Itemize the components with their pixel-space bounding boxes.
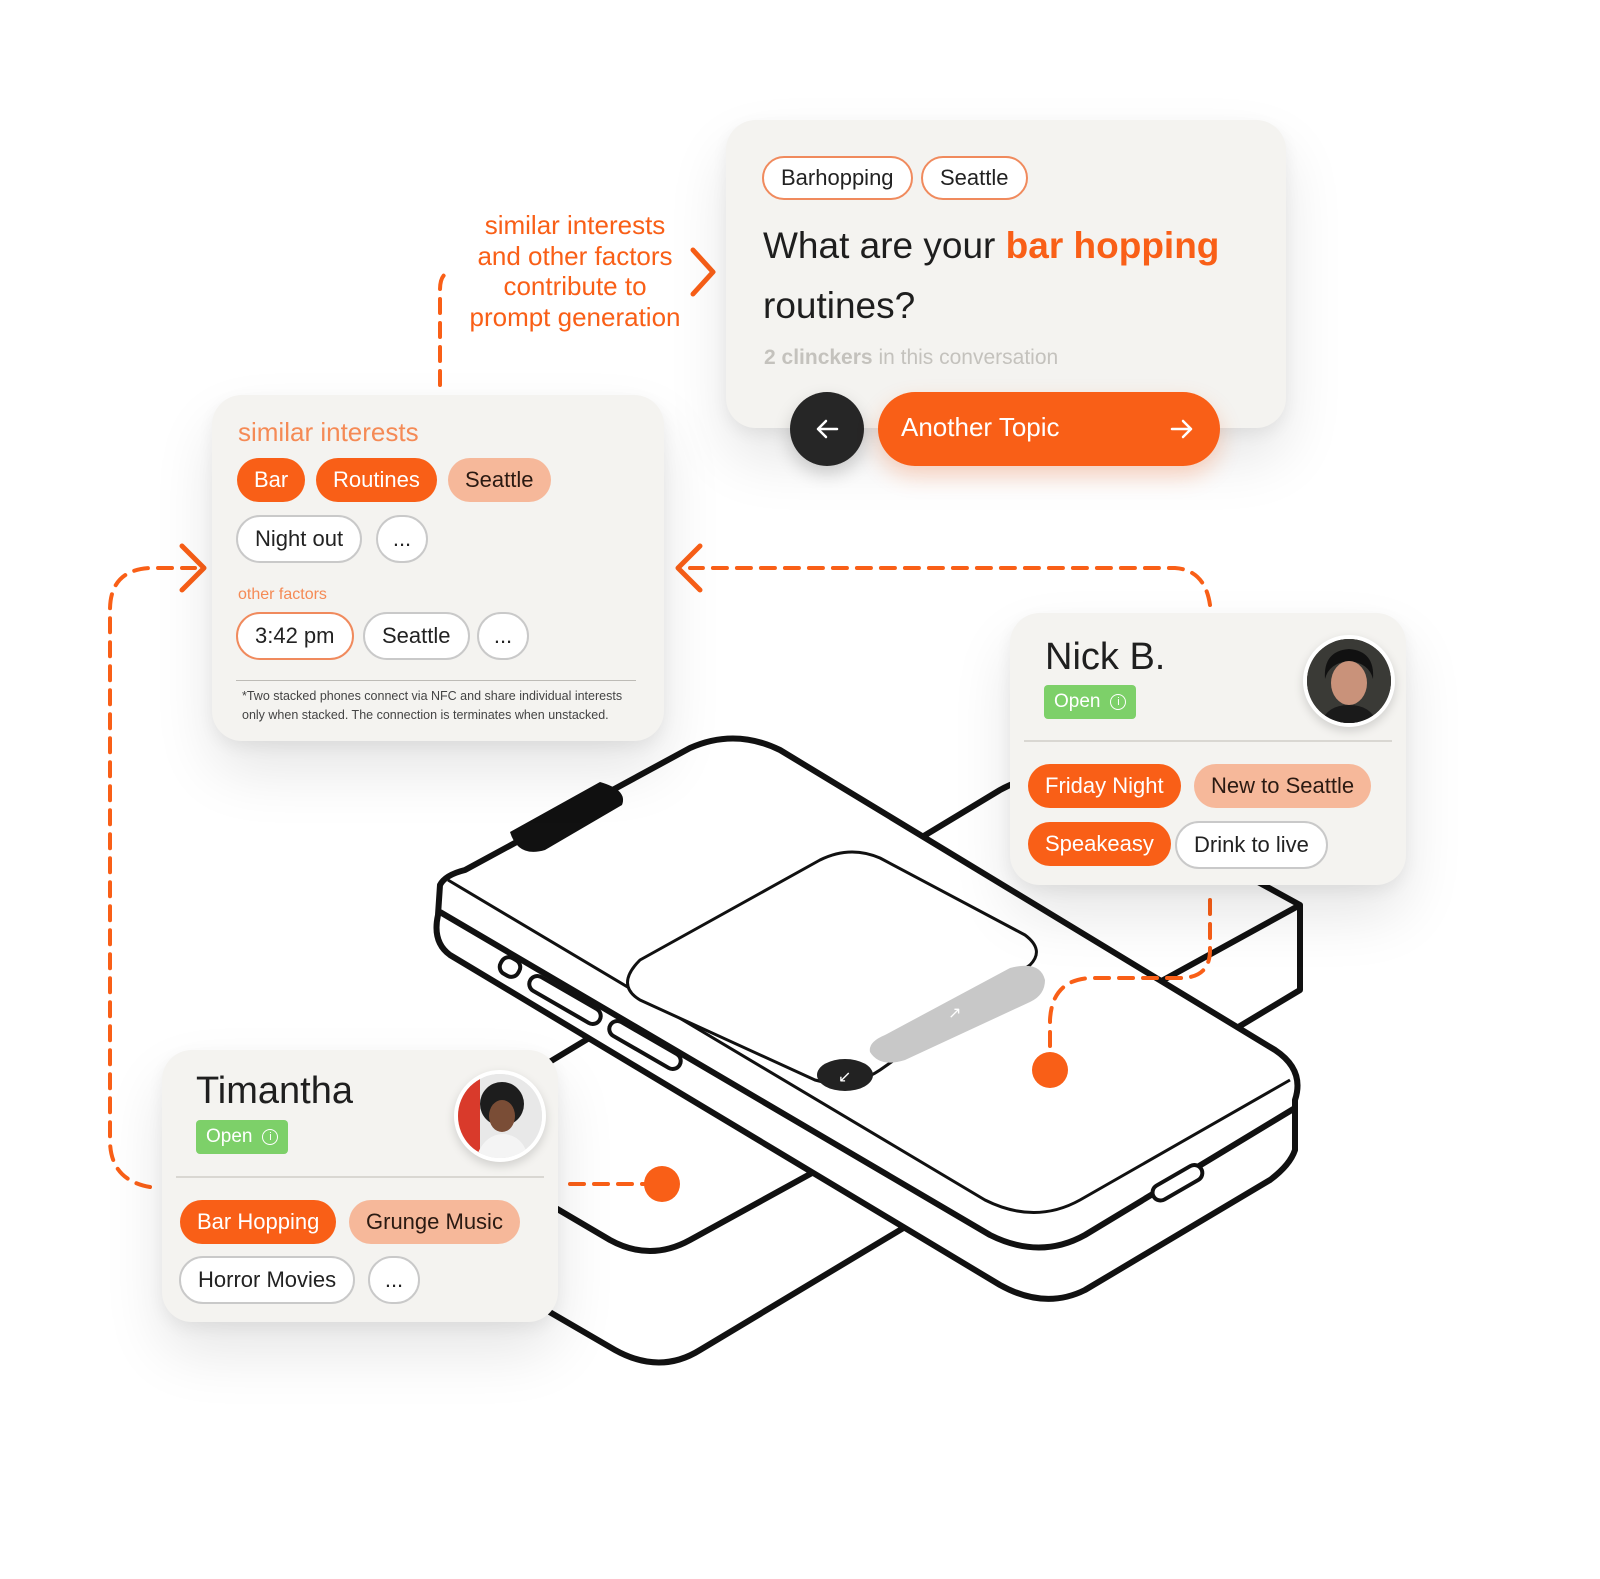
status-badge: Open i xyxy=(1044,685,1137,719)
avatar xyxy=(454,1070,546,1162)
top-phone: ↙ ↗ xyxy=(433,735,1301,1302)
footnote-line: only when stacked. The connection is ter… xyxy=(242,708,609,722)
profile-tag[interactable]: Friday Night xyxy=(1028,764,1181,808)
annotation-line: and other factors xyxy=(477,240,673,271)
profile-divider xyxy=(176,1176,544,1178)
prompt-card: Barhopping Seattle What are your bar hop… xyxy=(726,120,1286,428)
avatar xyxy=(1303,635,1395,727)
status-label: Open xyxy=(206,1126,253,1147)
profile-tag[interactable]: New to Seattle xyxy=(1194,764,1372,808)
other-factors-title: other factors xyxy=(238,586,327,603)
profile-name: Timantha xyxy=(196,1070,353,1112)
more-tags-chip[interactable]: ... xyxy=(368,1256,420,1304)
participants-info: 2 clinckers in this conversation xyxy=(764,346,1058,370)
question-end: routines? xyxy=(763,285,916,326)
timantha-connection-dot xyxy=(644,1166,680,1202)
question-start: What are your xyxy=(763,225,996,266)
annotation-arrow-head xyxy=(690,247,716,297)
factor-chip[interactable]: Seattle xyxy=(363,612,470,660)
prompt-question: What are your bar hopping routines? xyxy=(763,216,1263,336)
another-topic-button[interactable]: Another Topic xyxy=(878,392,1220,466)
status-badge: Open i xyxy=(196,1120,289,1154)
similar-interests-title: similar interests xyxy=(238,417,419,447)
nfc-footnote: *Two stacked phones connect via NFC and … xyxy=(242,687,642,725)
interests-divider xyxy=(236,680,636,681)
profile-divider xyxy=(1024,740,1392,742)
info-icon[interactable]: i xyxy=(1110,694,1127,710)
interest-chip[interactable]: Bar xyxy=(237,458,306,502)
nick-profile-card: Nick B. Open i Friday Night New to Seatt… xyxy=(1010,613,1406,885)
annotation-line: similar interests xyxy=(484,210,666,240)
timantha-profile-card: Timantha Open i Bar Hopping Grunge Music… xyxy=(162,1050,558,1322)
prompt-tag[interactable]: Seattle xyxy=(921,156,1028,200)
status-label: Open xyxy=(1054,691,1101,712)
profile-tag[interactable]: Speakeasy xyxy=(1028,822,1171,866)
annotation-line: contribute to xyxy=(503,271,647,301)
person-avatar-image xyxy=(1307,639,1391,723)
profile-tag[interactable]: Horror Movies xyxy=(179,1256,356,1304)
prompt-generation-annotation: similar interests and other factors cont… xyxy=(450,210,700,332)
footnote-line: *Two stacked phones connect via NFC and … xyxy=(242,689,623,703)
interest-chip[interactable]: Routines xyxy=(316,458,437,502)
person-avatar-image xyxy=(458,1074,542,1158)
back-button[interactable] xyxy=(790,392,864,466)
profile-tag[interactable]: Grunge Music xyxy=(349,1200,520,1244)
profile-tag[interactable]: Bar Hopping xyxy=(180,1200,337,1244)
nick-arrow-head xyxy=(675,543,703,593)
participants-suffix: in this conversation xyxy=(878,346,1059,369)
arrow-left-icon xyxy=(816,419,839,439)
factor-chip[interactable]: 3:42 pm xyxy=(236,612,354,660)
phone-connection-dot xyxy=(1032,1052,1068,1088)
more-factors-chip[interactable]: ... xyxy=(477,612,529,660)
prompt-tag[interactable]: Barhopping xyxy=(762,156,913,200)
interest-chip[interactable]: Night out xyxy=(236,515,363,563)
info-icon[interactable]: i xyxy=(262,1129,279,1145)
another-topic-label: Another Topic xyxy=(901,412,1060,442)
similar-interests-card: similar interests Bar Routines Seattle N… xyxy=(212,395,664,741)
svg-text:↙: ↙ xyxy=(838,1067,851,1086)
question-highlight: bar hopping xyxy=(1005,225,1220,266)
profile-name: Nick B. xyxy=(1045,636,1166,678)
interest-chip[interactable]: Seattle xyxy=(448,458,551,502)
svg-text:↗: ↗ xyxy=(948,1003,961,1022)
participants-count: 2 clinckers xyxy=(764,346,873,369)
timantha-arrow-head xyxy=(179,543,207,593)
connector-lines xyxy=(108,270,1212,1189)
more-interests-chip[interactable]: ... xyxy=(376,515,428,563)
annotation-line: prompt generation xyxy=(469,301,681,332)
profile-tag[interactable]: Drink to live xyxy=(1175,821,1328,869)
arrow-right-icon xyxy=(1170,419,1193,439)
